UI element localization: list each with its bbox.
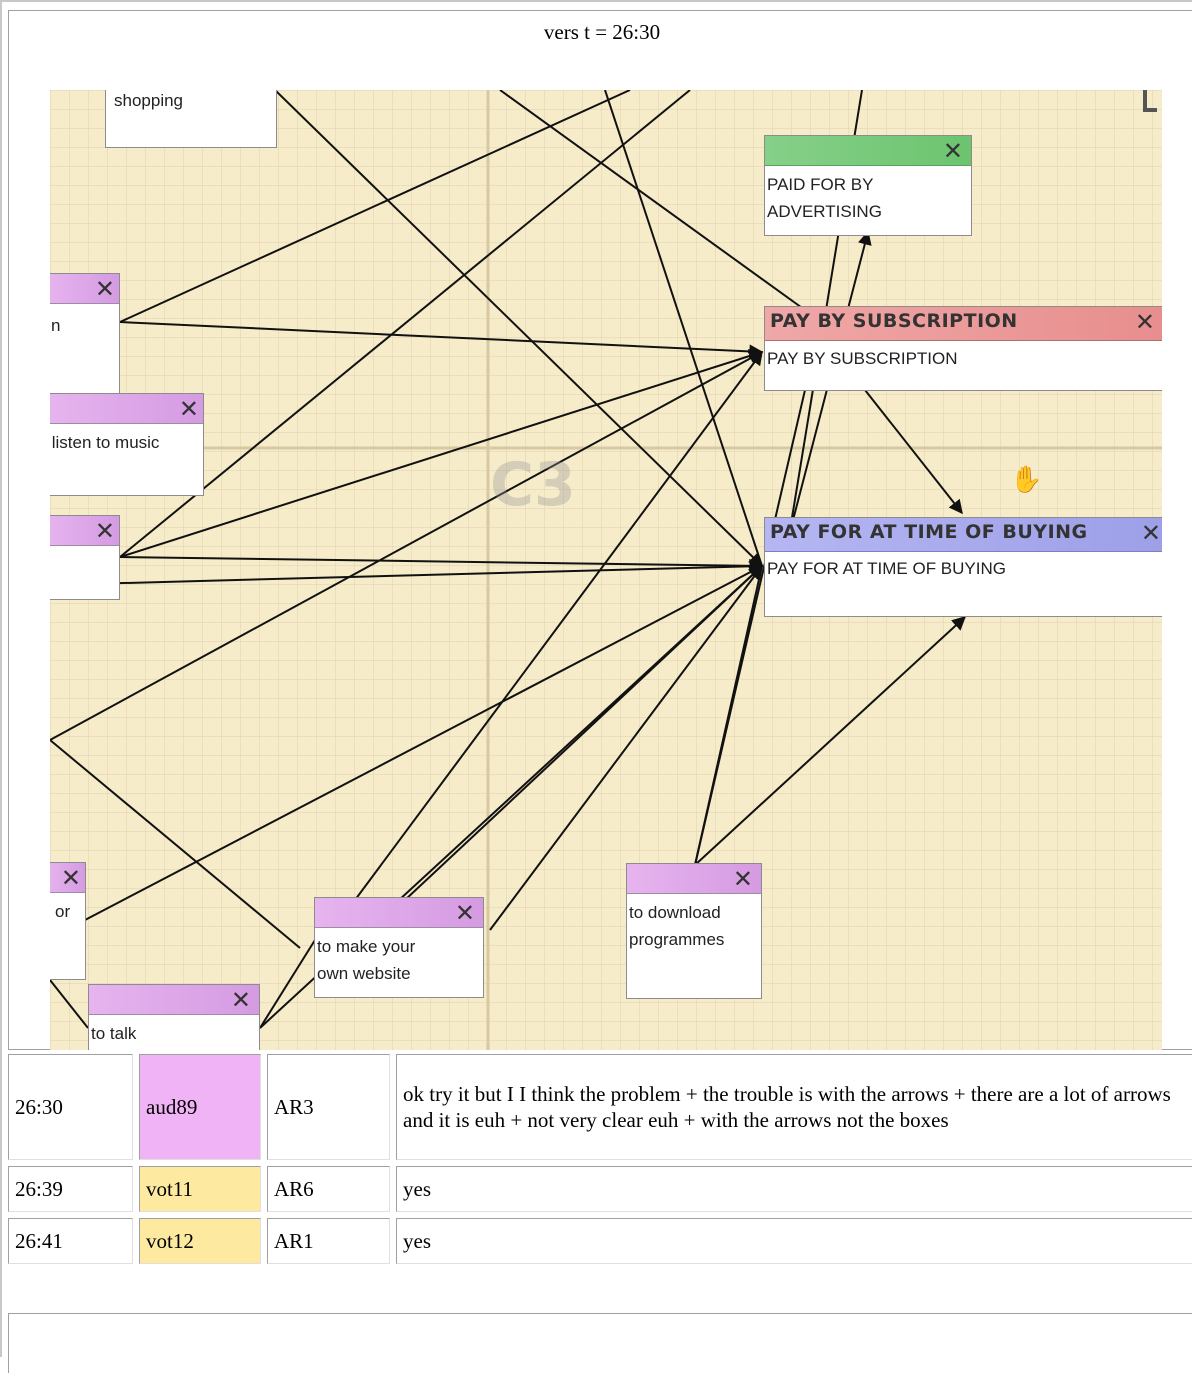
utterance-cell: ok try it but I I think the problem + th… — [396, 1054, 1192, 1160]
node-pay-at-time-of-buying-title: PAY FOR AT TIME OF BUYING — [770, 521, 1088, 543]
node-listen-to-music-label: listen to music — [50, 433, 160, 452]
node-pay-at-time-of-buying-header[interactable]: PAY FOR AT TIME OF BUYING ✕ — [765, 518, 1162, 552]
node-paid-by-advertising-label: PAID FOR BY ADVERTISING — [767, 175, 882, 221]
code-cell: AR1 — [267, 1218, 390, 1264]
close-icon[interactable]: ✕ — [732, 865, 753, 893]
close-icon[interactable]: ✕ — [1134, 308, 1155, 336]
node-pay-by-subscription-title: PAY BY SUBSCRIPTION — [770, 310, 1018, 332]
time-cell: 26:30 — [8, 1054, 133, 1160]
user-cell: vot11 — [139, 1166, 261, 1212]
table-row: 26:41 vot12 AR1 yes — [8, 1218, 1192, 1307]
utterance-cell: yes — [396, 1166, 1192, 1212]
node-listen-to-music[interactable]: ✕ listen to music — [50, 393, 204, 496]
node-pay-at-time-of-buying[interactable]: PAY FOR AT TIME OF BUYING ✕ PAY FOR AT T… — [764, 517, 1162, 617]
close-icon[interactable]: ✕ — [94, 517, 115, 545]
node-pay-by-subscription-header[interactable]: PAY BY SUBSCRIPTION ✕ — [765, 307, 1162, 341]
node-left-n-header[interactable]: ✕ — [50, 274, 119, 304]
user-cell: vot12 — [139, 1218, 261, 1264]
node-download-programmes[interactable]: ✕ to download programmes — [626, 863, 762, 999]
node-left-empty-header[interactable]: ✕ — [50, 516, 119, 546]
code-cell: AR6 — [267, 1166, 390, 1212]
node-paid-by-advertising-header[interactable]: ✕ — [765, 136, 971, 166]
time-cell: 26:41 — [8, 1218, 133, 1264]
node-listen-to-music-header[interactable]: ✕ — [50, 394, 203, 424]
empty-table-cell — [8, 1313, 1192, 1373]
time-cell: 26:39 — [8, 1166, 133, 1212]
node-to-talk[interactable]: ✕ to talk — [88, 984, 260, 1050]
table-row: 26:30 aud89 AR3 ok try it but I I think … — [8, 1054, 1192, 1160]
table-row: 26:39 vot11 AR6 yes — [8, 1166, 1192, 1212]
node-pay-at-time-of-buying-label: PAY FOR AT TIME OF BUYING — [767, 559, 1006, 578]
node-pay-by-subscription[interactable]: PAY BY SUBSCRIPTION ✕ PAY BY SUBSCRIPTIO… — [764, 306, 1162, 391]
node-pay-by-subscription-label: PAY BY SUBSCRIPTION — [767, 349, 958, 368]
node-left-or-label: or — [55, 902, 71, 921]
node-shopping-label: shopping — [114, 91, 184, 110]
node-make-your-own-website-label: to make your own website — [317, 937, 416, 983]
node-shopping[interactable]: shopping — [105, 90, 277, 148]
node-make-your-own-website-header[interactable]: ✕ — [315, 898, 483, 928]
node-to-talk-label: to talk — [91, 1024, 137, 1043]
close-icon[interactable]: ✕ — [60, 864, 81, 892]
workspace-watermark: C3 — [490, 450, 576, 520]
close-icon[interactable]: ✕ — [94, 275, 115, 303]
node-paid-by-advertising[interactable]: ✕ PAID FOR BY ADVERTISING — [764, 135, 972, 236]
close-icon[interactable]: ✕ — [942, 137, 963, 165]
utterance-cell: yes — [396, 1218, 1192, 1264]
user-cell: aud89 — [139, 1054, 261, 1160]
close-icon[interactable]: ✕ — [454, 899, 475, 927]
close-icon[interactable]: ✕ — [178, 395, 199, 423]
close-icon[interactable]: ✕ — [230, 986, 251, 1014]
code-cell: AR3 — [267, 1054, 390, 1160]
hand-cursor-icon: ✋ — [1010, 465, 1043, 495]
corner-marker — [1143, 90, 1157, 112]
node-left-empty[interactable]: ✕ — [50, 515, 120, 600]
node-left-or[interactable]: ✕ or — [50, 862, 86, 980]
major-grid — [50, 90, 1162, 1050]
connector-arrows — [50, 90, 967, 1029]
node-make-your-own-website[interactable]: ✕ to make your own website — [314, 897, 484, 998]
node-download-programmes-label: to download programmes — [629, 903, 725, 949]
node-left-n-label: n — [51, 316, 61, 335]
node-download-programmes-header[interactable]: ✕ — [627, 864, 761, 894]
concept-map-canvas — [50, 90, 1162, 1050]
concept-map-board[interactable]: C3 shopping ✕ PAID FOR BY ADVERTISING PA… — [50, 90, 1162, 1050]
caption: vers t = 26:30 — [543, 20, 661, 44]
node-left-or-header[interactable]: ✕ — [50, 863, 85, 893]
node-left-n[interactable]: ✕ n — [50, 273, 120, 401]
node-to-talk-header[interactable]: ✕ — [89, 985, 259, 1015]
close-icon[interactable]: ✕ — [1140, 519, 1161, 547]
